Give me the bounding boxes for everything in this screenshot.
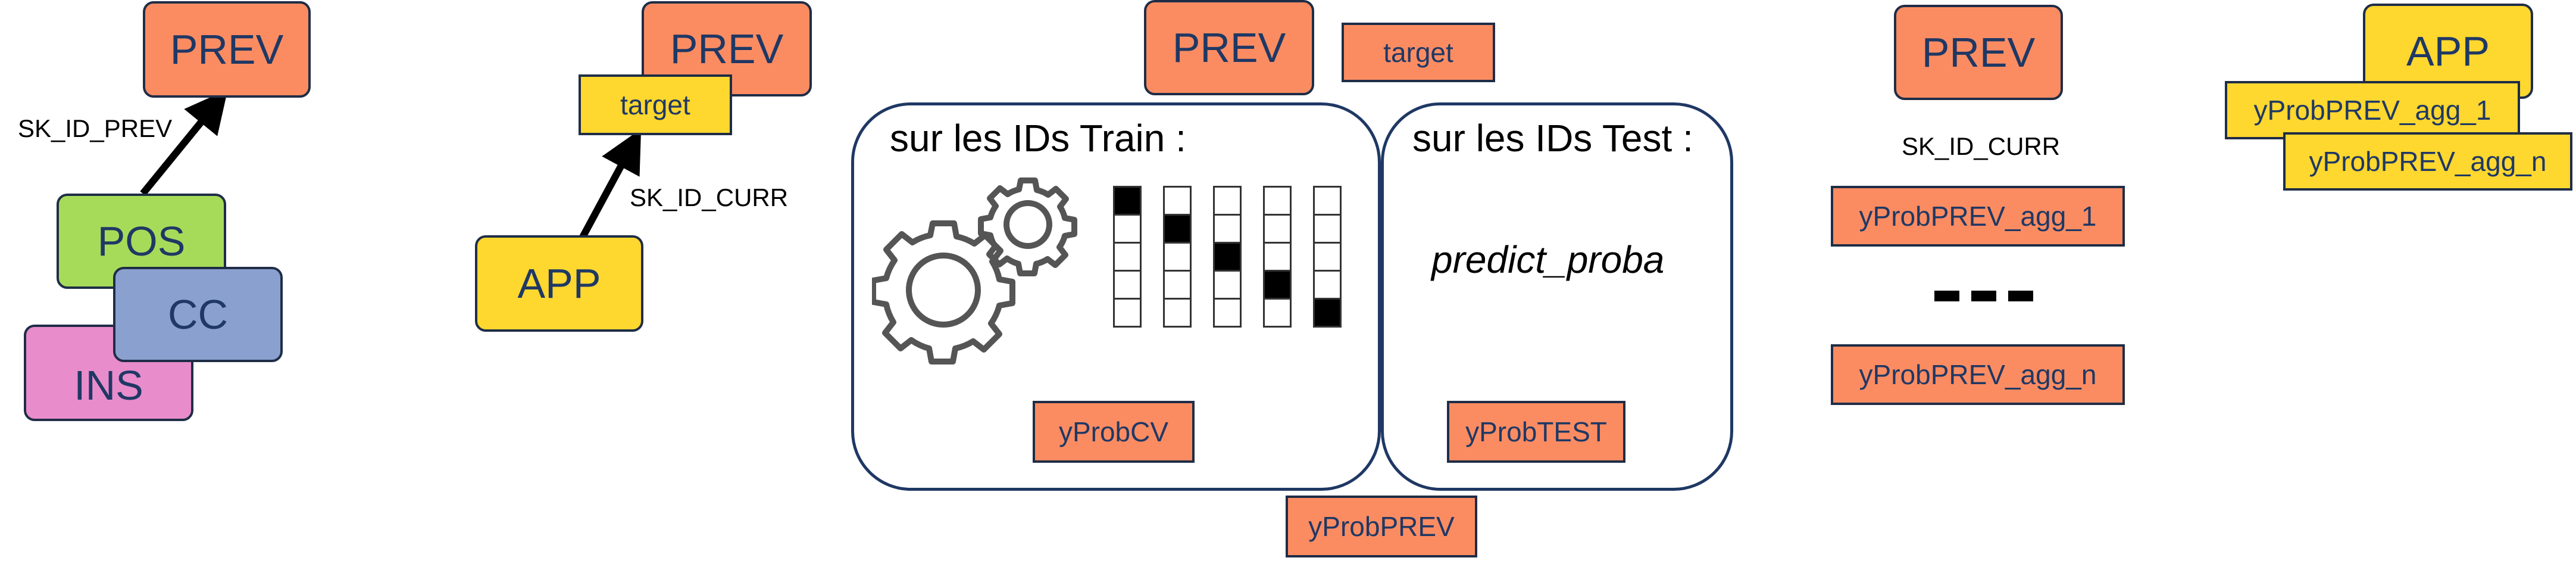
ellipsis-dash-3 <box>2008 291 2033 301</box>
yprobtest-label: yProbTEST <box>1465 416 1607 447</box>
step3-target-label: target <box>1383 37 1453 68</box>
cv-validation-cell <box>1113 186 1142 216</box>
cv-train-cell <box>1263 298 1292 328</box>
cv-train-cell <box>1113 298 1142 328</box>
yprobcv-label: yProbCV <box>1058 416 1169 447</box>
step1-prev-label: PREV <box>170 26 284 73</box>
cv-train-cell <box>1213 270 1242 300</box>
cv-train-cell <box>1213 298 1242 328</box>
cv-validation-cell <box>1313 298 1342 328</box>
step2-target-label: target <box>620 89 690 120</box>
cv-train-cell <box>1263 242 1292 272</box>
cv-train-cell <box>1313 186 1342 216</box>
step1-key-label: SK_ID_PREV <box>18 114 173 142</box>
yprobprev-box: yProbPREV <box>1286 496 1477 557</box>
cv-train-cell <box>1313 242 1342 272</box>
yprobtest-box: yProbTEST <box>1447 401 1625 463</box>
step4-agg-last-box: yProbPREV_agg_n <box>1831 344 2125 405</box>
train-panel-title: sur les IDs Train : <box>890 117 1186 160</box>
train-panel: sur les IDs Train : yProbCV <box>851 102 1381 491</box>
step1-pos-label: POS <box>97 218 186 264</box>
cv-train-cell <box>1213 214 1242 244</box>
cv-train-cell <box>1163 270 1192 300</box>
predict-proba-label: predict_proba <box>1431 238 1665 281</box>
cv-train-cell <box>1213 186 1242 216</box>
yprobcv-box: yProbCV <box>1033 401 1195 463</box>
step4-prev-label: PREV <box>1921 29 2036 76</box>
step3-prev-box: PREV <box>1144 0 1314 95</box>
gears-icon <box>872 177 1077 364</box>
cv-validation-cell <box>1213 242 1242 272</box>
step5-app-label: APP <box>2406 28 2490 74</box>
step3-prev-label: PREV <box>1172 24 1286 71</box>
step5-agg-first-box: yProbPREV_agg_1 <box>2225 81 2520 139</box>
cv-fold-column <box>1213 186 1242 328</box>
step4-agg-first-label: yProbPREV_agg_1 <box>1859 201 2097 232</box>
cv-train-cell <box>1113 270 1142 300</box>
cv-fold-column <box>1263 186 1292 328</box>
step2-target-box: target <box>579 74 732 135</box>
cv-train-cell <box>1263 186 1292 216</box>
step2-prev-label: PREV <box>670 26 784 72</box>
ellipsis-dash-1 <box>1934 291 1959 301</box>
ellipsis-dash-2 <box>1971 291 1996 301</box>
cv-train-cell <box>1313 270 1342 300</box>
step5-agg-last-box: yProbPREV_agg_n <box>2283 132 2572 191</box>
step1-prev-box: PREV <box>143 1 311 98</box>
cv-train-cell <box>1163 186 1192 216</box>
step1-cc-box: CC <box>113 267 283 362</box>
cv-train-cell <box>1163 298 1192 328</box>
cv-fold-column <box>1113 186 1142 328</box>
step4-key-label: SK_ID_CURR <box>1902 132 2061 160</box>
cv-validation-cell <box>1163 214 1192 244</box>
step2-key-label: SK_ID_CURR <box>630 183 789 211</box>
cv-fold-column <box>1313 186 1342 328</box>
cv-train-cell <box>1163 242 1192 272</box>
cv-train-cell <box>1263 214 1292 244</box>
step5-agg-last-label: yProbPREV_agg_n <box>2309 146 2547 177</box>
cv-train-cell <box>1113 214 1142 244</box>
cv-train-cell <box>1113 242 1142 272</box>
step4-agg-first-box: yProbPREV_agg_1 <box>1831 186 2125 247</box>
step4-prev-box: PREV <box>1894 5 2063 100</box>
arrow-pos-to-prev <box>140 89 228 196</box>
cv-folds-grid <box>1113 186 1363 341</box>
step1-cc-label: CC <box>167 291 229 338</box>
cv-validation-cell <box>1263 270 1292 300</box>
step4-agg-last-label: yProbPREV_agg_n <box>1859 359 2097 390</box>
cv-train-cell <box>1313 214 1342 244</box>
step2-app-box: APP <box>475 235 643 332</box>
cv-fold-column <box>1163 186 1192 328</box>
step3-target-box: target <box>1342 23 1495 82</box>
step1-ins-label: INS <box>74 362 143 409</box>
test-panel: sur les IDs Test : predict_proba yProbTE… <box>1381 102 1733 491</box>
step5-agg-first-label: yProbPREV_agg_1 <box>2253 95 2491 126</box>
test-panel-title: sur les IDs Test : <box>1412 117 1693 160</box>
step2-app-label: APP <box>517 260 601 307</box>
yprobprev-label: yProbPREV <box>1308 511 1455 542</box>
